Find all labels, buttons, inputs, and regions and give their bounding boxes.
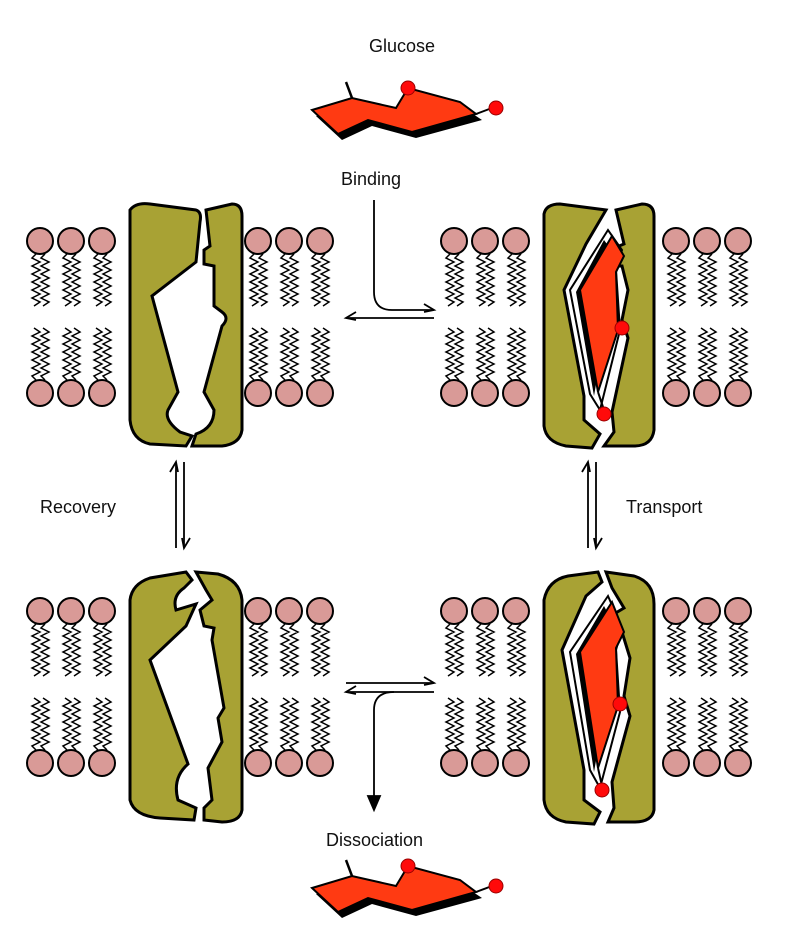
lipid-bilayer-left xyxy=(441,228,529,406)
state-inward-open-empty xyxy=(27,570,333,824)
transporter-protein xyxy=(128,202,244,448)
free-glucose-top xyxy=(310,79,505,142)
binding-arrow xyxy=(343,200,437,321)
lipid-bilayer-right xyxy=(663,228,751,406)
lipid-bilayer-left xyxy=(441,598,529,776)
lipid-bilayer-right xyxy=(245,598,333,776)
dissociation-label: Dissociation xyxy=(326,830,423,850)
lipid-bilayer-left xyxy=(27,228,115,406)
glucose-label: Glucose xyxy=(369,36,435,56)
dissociation-arrow xyxy=(343,676,437,813)
recovery-label: Recovery xyxy=(40,497,116,517)
recovery-equilibrium-arrows xyxy=(169,459,191,551)
state-inward-open-bound xyxy=(441,570,751,826)
free-glucose-bottom xyxy=(310,857,505,920)
transport-equilibrium-arrows xyxy=(581,459,603,551)
transporter-protein xyxy=(542,202,656,450)
transport-label: Transport xyxy=(626,497,702,517)
lipid-bilayer-right xyxy=(245,228,333,406)
transporter-protein xyxy=(542,570,656,826)
transporter-protein xyxy=(128,570,244,824)
binding-label: Binding xyxy=(341,169,401,189)
state-outward-open-empty xyxy=(27,202,333,448)
lipid-bilayer-right xyxy=(663,598,751,776)
state-outward-open-bound xyxy=(441,202,751,450)
lipid-bilayer-left xyxy=(27,598,115,776)
